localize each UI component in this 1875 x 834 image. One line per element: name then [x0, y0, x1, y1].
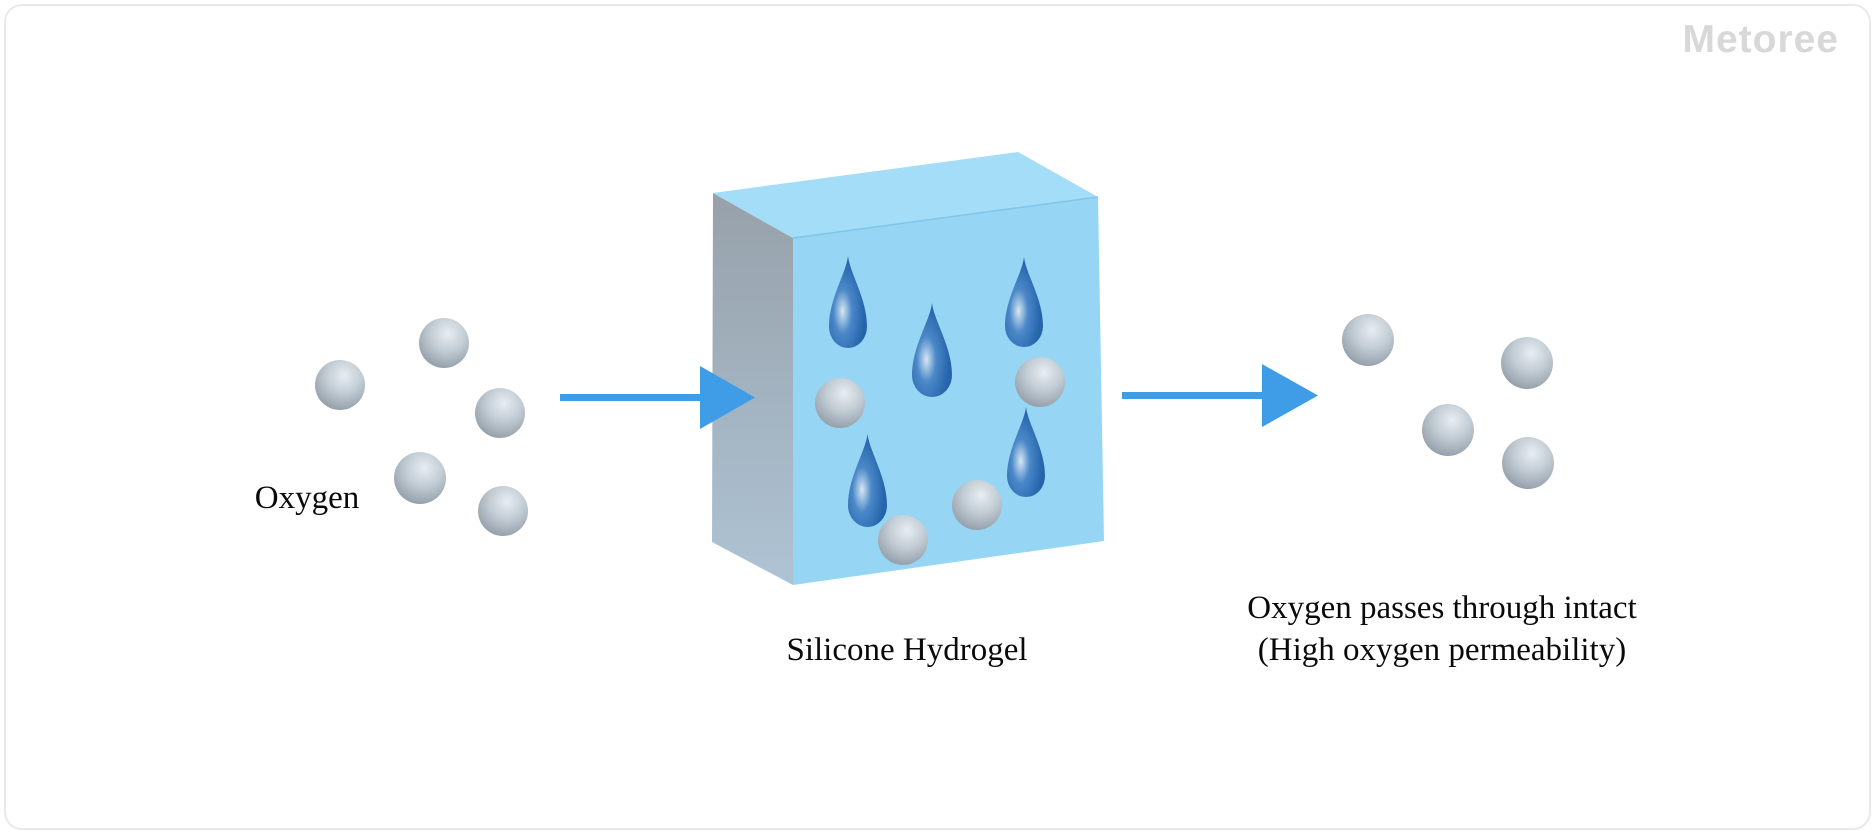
oxygen-cluster-inside — [815, 357, 1065, 565]
hydrogel-block-top-face — [713, 152, 1098, 238]
oxygen-molecule — [1422, 404, 1474, 456]
oxygen-molecule — [878, 515, 928, 565]
metoree-watermark: Metoree — [1682, 18, 1839, 61]
oxygen-molecule — [315, 360, 365, 410]
oxygen-label: Oxygen — [254, 480, 360, 516]
oxygen-molecule — [419, 318, 469, 368]
oxygen-molecule — [1502, 437, 1554, 489]
oxygen-molecule — [475, 388, 525, 438]
oxygen-molecule — [952, 480, 1002, 530]
oxygen-molecule — [394, 452, 446, 504]
oxygen-molecule — [1501, 337, 1553, 389]
oxygen-molecule — [478, 486, 528, 536]
oxygen-molecule — [1342, 314, 1394, 366]
oxygen-cluster-right — [1342, 314, 1554, 489]
result-caption-line2: (High oxygen permeability) — [1257, 632, 1627, 668]
hydrogel-block-side-face — [712, 193, 793, 585]
result-caption: Oxygen passes through intact (High oxyge… — [1192, 587, 1692, 671]
oxygen-molecule — [815, 378, 865, 428]
flow-arrow-right — [1122, 364, 1318, 427]
silicone-hydrogel-label: Silicone Hydrogel — [786, 632, 1028, 668]
flow-arrow-left — [560, 366, 755, 429]
oxygen-cluster-left — [315, 318, 528, 536]
hydrogel-block-front-top-edge — [792, 196, 1099, 239]
oxygen-molecule — [1015, 357, 1065, 407]
result-caption-line1: Oxygen passes through intact — [1247, 590, 1637, 626]
